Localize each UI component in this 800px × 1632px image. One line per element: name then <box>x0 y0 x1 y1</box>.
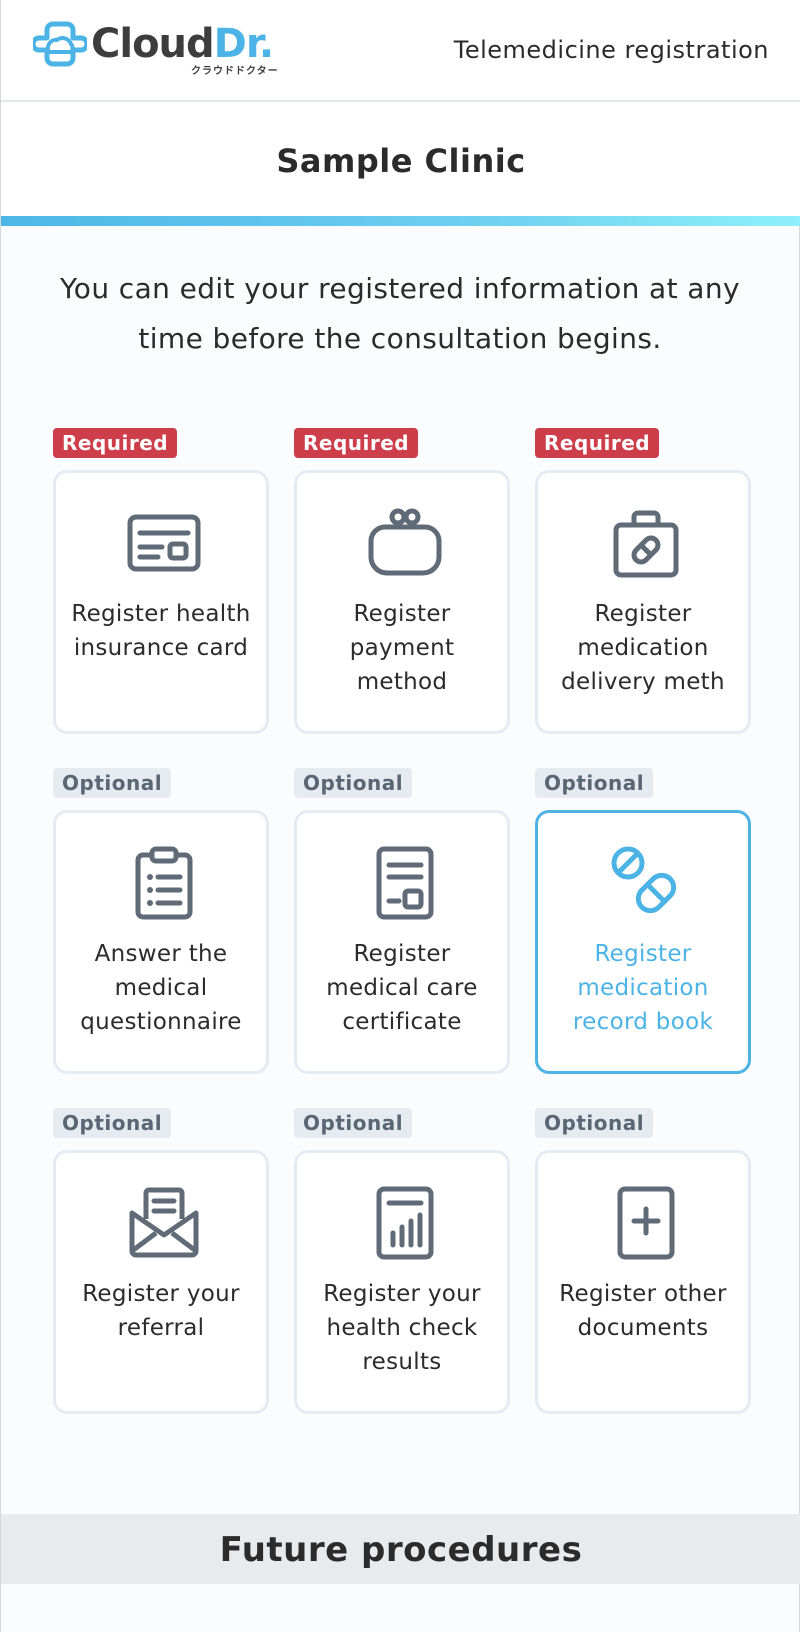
required-badge: Required <box>535 428 660 458</box>
cross-logo-icon <box>33 21 87 67</box>
register-other-documents-button[interactable]: Register other documents <box>535 1150 751 1414</box>
required-badge: Required <box>53 428 178 458</box>
optional-badge: Optional <box>294 1108 413 1138</box>
card-label: Register medication record book <box>572 941 714 1035</box>
clinic-name: Sample Clinic <box>276 142 526 180</box>
header-title: Telemedicine registration <box>453 36 769 64</box>
medicine-bag-icon <box>613 510 679 578</box>
coin-purse-icon <box>368 508 442 576</box>
register-insurance-card-button[interactable]: Register health insurance card <box>53 470 269 734</box>
add-document-icon <box>617 1186 675 1260</box>
required-badge: Required <box>294 428 419 458</box>
optional-badge: Optional <box>535 1108 654 1138</box>
card-label: Register other documents <box>559 1281 727 1341</box>
register-health-check-button[interactable]: Register your health check results <box>294 1150 510 1414</box>
future-procedures-section: Future procedures <box>1 1514 800 1584</box>
logo-wordmark: CloudDr. <box>91 20 274 68</box>
clinic-bar: Sample Clinic <box>1 102 800 217</box>
intro-text: You can edit your registered information… <box>60 272 740 355</box>
logo-word-cloud: Cloud <box>91 21 215 67</box>
optional-badge: Optional <box>535 768 654 798</box>
id-card-icon <box>127 514 201 572</box>
pills-icon <box>611 846 677 914</box>
card-label: Register medication delivery meth <box>561 601 725 695</box>
card-label: Register health insurance card <box>71 601 251 661</box>
register-medical-certificate-button[interactable]: Register medical care certificate <box>294 810 510 1074</box>
future-procedures-title: Future procedures <box>219 1530 583 1570</box>
optional-badge: Optional <box>294 768 413 798</box>
optional-badge: Optional <box>53 1108 172 1138</box>
certificate-icon <box>376 846 434 920</box>
register-payment-method-button[interactable]: Register payment method <box>294 470 510 734</box>
clipboard-icon <box>135 846 193 920</box>
card-label: Register payment method <box>349 601 455 695</box>
card-label: Register your health check results <box>323 1281 481 1375</box>
logo-word-dr: Dr. <box>213 21 274 67</box>
optional-badge: Optional <box>53 768 172 798</box>
envelope-icon <box>129 1187 199 1258</box>
app-header: CloudDr. クラウドドクター Telemedicine registrat… <box>1 0 800 102</box>
card-label: Answer the medical questionnaire <box>80 941 242 1035</box>
cloud-dr-logo[interactable]: CloudDr. クラウドドクター <box>33 18 293 78</box>
answer-questionnaire-button[interactable]: Answer the medical questionnaire <box>53 810 269 1074</box>
card-label: Register medical care certificate <box>326 941 478 1035</box>
logo-subtitle: クラウドドクター <box>191 66 279 77</box>
register-medication-record-button[interactable]: Register medication record book <box>535 810 751 1074</box>
register-delivery-method-button[interactable]: Register medication delivery meth <box>535 470 751 734</box>
accent-divider <box>1 216 800 226</box>
report-chart-icon <box>376 1186 434 1260</box>
register-referral-button[interactable]: Register your referral <box>53 1150 269 1414</box>
card-label: Register your referral <box>82 1281 240 1341</box>
